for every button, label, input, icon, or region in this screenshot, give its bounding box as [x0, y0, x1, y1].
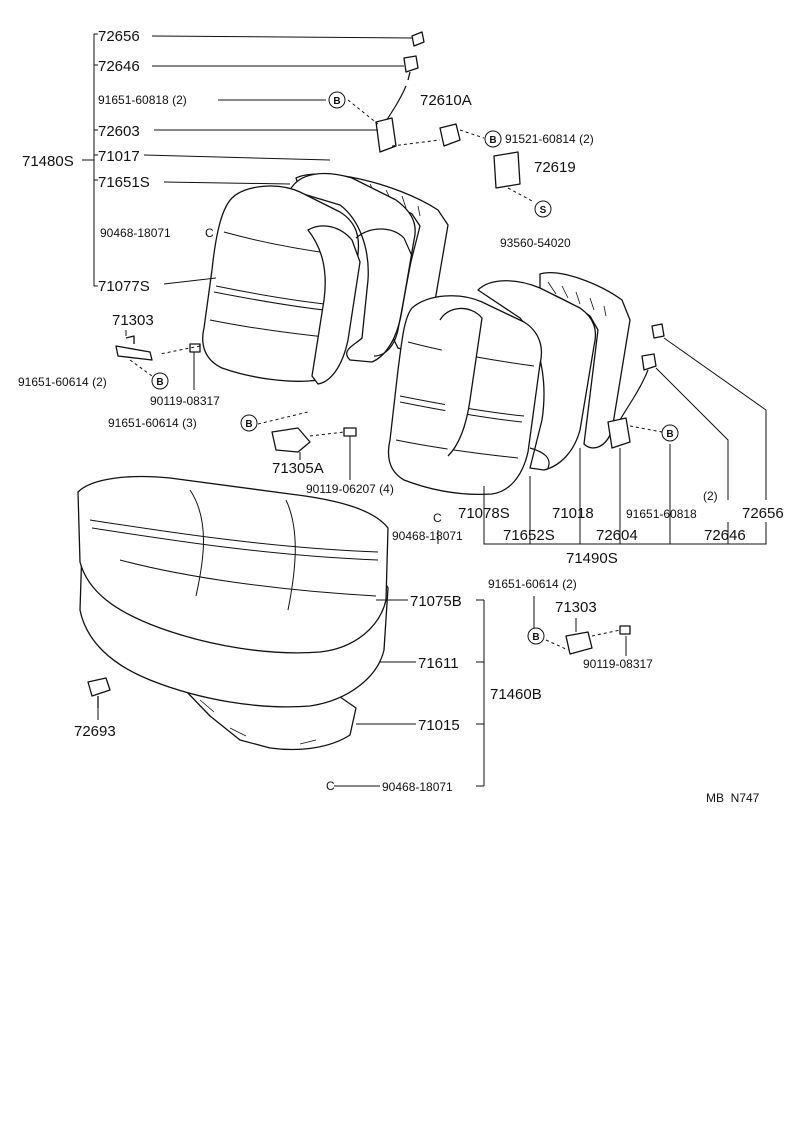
seat-cushion-drawing	[77, 475, 389, 751]
label-71017: 71017	[98, 148, 140, 165]
leader-lines	[82, 33, 767, 787]
symbol-b: B	[156, 377, 163, 388]
label-71490S: 71490S	[566, 550, 618, 567]
label-71611: 71611	[418, 655, 459, 672]
label-72656: 72656	[98, 28, 140, 45]
part-labels: 72656 72646 91651-60818 (2) 72610A 72603…	[18, 28, 784, 805]
label-71460B: 71460B	[490, 686, 542, 703]
left-seatback-drawing	[202, 172, 449, 385]
label-71015: 71015	[418, 717, 460, 734]
symbol-b: B	[666, 429, 673, 440]
label-72693: 72693	[74, 723, 116, 740]
symbol-markers: B B S B B B B C C C	[151, 91, 679, 793]
label-71075B: 71075B	[410, 593, 462, 610]
symbol-b: B	[489, 135, 496, 146]
label-90119-06207: 90119-06207 (4)	[306, 482, 394, 496]
footer-code: MB N747	[706, 791, 760, 805]
label-qty: (2)	[703, 489, 718, 503]
label-72646: 72646	[704, 527, 746, 544]
label-71303: 71303	[555, 599, 597, 616]
label-90468-18071: 90468-18071	[392, 529, 463, 543]
symbol-s: S	[540, 205, 547, 216]
label-71078S: 71078S	[458, 505, 510, 522]
label-71305A: 71305A	[272, 460, 324, 477]
label-72604: 72604	[596, 527, 638, 544]
label-91521-60814: 91521-60814 (2)	[505, 132, 594, 146]
label-71651S: 71651S	[98, 174, 150, 191]
label-91651-60818: 91651-60818 (2)	[98, 93, 187, 107]
label-71480S: 71480S	[22, 153, 74, 170]
hinge-72603	[375, 117, 397, 153]
label-91651-60614: 91651-60614 (2)	[18, 375, 107, 389]
label-72610A: 72610A	[420, 92, 472, 109]
hook-72646-right	[641, 353, 657, 371]
label-91651-60614: 91651-60614 (2)	[488, 577, 577, 591]
label-71652S: 71652S	[503, 527, 555, 544]
label-71077S: 71077S	[98, 278, 150, 295]
clip-72693	[87, 677, 111, 708]
label-72619: 72619	[534, 159, 576, 176]
hook-72646-left	[403, 55, 419, 81]
label-90119-08317: 90119-08317	[583, 657, 653, 671]
bracket-71303-right	[565, 631, 593, 655]
symbol-b: B	[333, 96, 340, 107]
bracket-71303-left	[115, 345, 153, 361]
label-72603: 72603	[98, 123, 140, 140]
symbol-c: C	[433, 511, 442, 525]
hinge-72604	[607, 417, 631, 449]
label-72656: 72656	[742, 505, 784, 522]
label-72646: 72646	[98, 58, 140, 75]
label-71018: 71018	[552, 505, 594, 522]
bracket-71305A	[271, 427, 311, 453]
right-seatback-drawing	[387, 272, 631, 496]
bracket-72619	[493, 151, 521, 189]
label-90468-18071: 90468-18071	[100, 226, 171, 240]
bolt-90119-08317-right	[619, 625, 631, 635]
cap-72656-left	[411, 31, 425, 47]
label-93560-54020: 93560-54020	[500, 236, 571, 250]
label-91651-60818: 91651-60818	[626, 507, 697, 521]
label-90468-18071: 90468-18071	[382, 780, 453, 794]
cap-72656-right	[651, 323, 665, 339]
hardware-drawings	[87, 31, 665, 708]
label-90119-08317: 90119-08317	[150, 394, 220, 408]
bolt-90119-06207	[343, 427, 357, 437]
symbol-b: B	[532, 632, 539, 643]
label-91651-60614: 91651-60614 (3)	[108, 416, 197, 430]
symbol-b: B	[245, 419, 252, 430]
lock-72610A	[439, 123, 461, 147]
label-71303: 71303	[112, 312, 154, 329]
symbol-c: C	[205, 226, 214, 240]
symbol-c: C	[326, 779, 335, 793]
